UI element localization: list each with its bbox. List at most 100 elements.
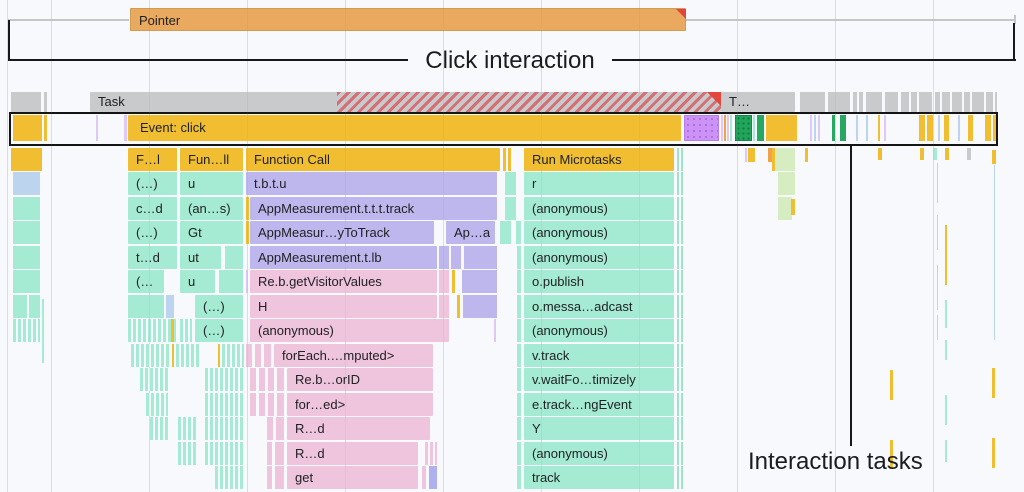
pointer-interaction-bar[interactable]: Pointer [130,8,686,31]
task-bar-truncated[interactable]: T… [721,92,795,112]
decor-block [131,344,170,367]
flame-bar[interactable]: (… [128,270,164,293]
flame-bar[interactable]: Ap…a [446,221,495,244]
gc-block[interactable] [735,115,752,141]
flame-bar[interactable]: Re.b.getVisitorValues [250,270,437,293]
flame-bar[interactable]: forEach.…mputed> [274,344,433,367]
decor-block [937,265,938,310]
flame-bar[interactable]: o.messa…adcast [524,295,674,318]
flame-bar[interactable]: (…) [128,172,177,195]
decor-block [517,442,521,465]
decor-block [768,148,773,162]
decor-block [677,368,684,391]
decor-block [727,115,729,141]
flame-bar[interactable]: r [524,172,674,195]
flame-header[interactable]: Run Microtasks [524,148,674,171]
flame-bar[interactable]: u [180,270,215,293]
decor-block [748,148,755,162]
decor-block [146,393,168,416]
decor-block [992,368,995,398]
interaction-track-endcap [1014,15,1016,24]
flame-bar[interactable]: (anonymous) [524,221,674,244]
flame-bar[interactable]: t…d [128,246,177,269]
decor-block [452,270,455,293]
decor-block [439,246,449,269]
decor-block [250,368,256,391]
flame-bar[interactable]: R…d [287,442,418,465]
task-fragment[interactable] [44,92,47,112]
flame-bar[interactable]: Gt [180,221,243,244]
decor-block [945,148,949,160]
flame-bar[interactable]: (…) [195,319,243,342]
decor-block [13,221,40,244]
decor-block [429,466,437,489]
decor-block [937,163,938,203]
flame-bar[interactable]: for…ed> [287,393,433,416]
flame-bar[interactable]: u [180,172,243,195]
decor-block [884,115,886,141]
decor-block [462,270,497,293]
decor-block [205,442,244,465]
flame-bar[interactable]: track [524,466,674,489]
flame-bar[interactable]: Re.b…orID [287,368,433,391]
decor-block [677,442,684,465]
flame-bar[interactable]: ut [180,246,221,269]
decor-block [757,115,764,141]
flame-bar[interactable]: t.b.t.u [246,172,497,195]
flame-bar[interactable]: (anonymous) [524,197,674,220]
flame-bar[interactable]: v.track [524,344,674,367]
flame-bar[interactable]: (anonymous) [524,442,674,465]
decor-block [517,319,521,342]
profiling-overlay-block[interactable] [684,115,719,141]
interaction-tasks-label[interactable]: Interaction tasks [748,448,923,475]
flame-bar[interactable]: (anonymous) [524,319,674,342]
interaction-tasks-line [850,146,852,446]
flame-bar[interactable]: c…d [128,197,177,220]
click-interaction-label[interactable]: Click interaction [425,47,595,74]
decor-block [994,165,995,340]
decor-block [166,295,174,318]
decor-block [805,148,808,162]
flame-bar[interactable]: v.waitFo…timizely [524,368,674,391]
flame-bar[interactable]: AppMeasurement.t.t.t.track [250,197,497,220]
flame-bar[interactable]: AppMeasur…yToTrack [250,221,434,244]
event-fragment[interactable] [13,115,42,141]
flame-bar[interactable]: get [287,466,418,489]
decor-block [890,370,893,400]
event-click-bar[interactable]: Event: click [128,115,681,141]
flame-bar[interactable]: (anonymous) [250,319,449,342]
frame-fragment[interactable] [11,148,42,171]
flame-bar[interactable]: (anonymous) [524,246,674,269]
decor-block [264,344,271,367]
long-task-hatch [337,92,721,112]
flame-bar[interactable]: Y [524,417,674,440]
decor-block [215,466,245,489]
flame-bar[interactable]: (…) [195,295,243,318]
flame-header[interactable]: F…l [128,148,177,171]
flame-header[interactable]: Function Call [246,148,500,171]
decor-block [275,466,284,489]
flame-bar[interactable]: o.publish [524,270,674,293]
bracket-right-line [1013,23,1015,61]
decor-block [935,92,940,112]
flame-bar[interactable]: (an…s) [180,197,243,220]
flame-bar[interactable]: e.track…ngEvent [524,393,674,416]
decor-block [818,115,820,141]
flame-bar[interactable]: H [250,295,437,318]
flame-bar[interactable]: AppMeasurement.t.lb [250,246,437,269]
flame-bar[interactable]: R…d [287,417,430,440]
task-fragment[interactable] [11,92,41,112]
flame-header[interactable]: Fun…ll [180,148,243,171]
event-fragment[interactable] [44,115,47,141]
decor-block [451,246,461,269]
decor-block [677,270,684,293]
decor-block [250,393,256,416]
decor-block [516,221,521,244]
decor-block [677,319,684,342]
flame-bar[interactable]: (…) [128,221,177,244]
decor-block [677,197,684,220]
decor-block [890,440,893,468]
decor-block [992,438,995,468]
decor-block [128,319,177,342]
